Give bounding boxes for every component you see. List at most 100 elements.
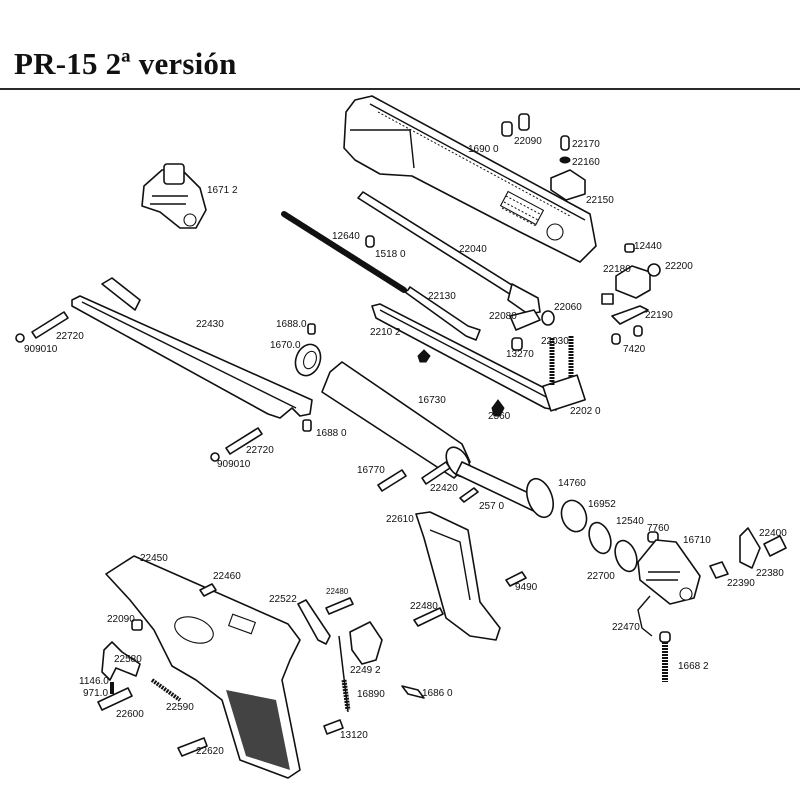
cocking-assembly-16712 <box>141 163 207 229</box>
part-label: 7420 <box>623 344 646 355</box>
screw-16860 <box>401 685 425 699</box>
part-label: 22420 <box>430 483 458 494</box>
part-label: 22060 <box>554 302 582 313</box>
block-22180 <box>615 265 651 299</box>
piston-head-16952 <box>560 499 588 533</box>
part-label: 22450 <box>140 553 168 564</box>
part-label: 22522 <box>269 594 297 605</box>
part-label: 1518 0 <box>375 249 406 260</box>
nut-7420a <box>611 333 621 345</box>
cylinder-16730 <box>321 361 549 515</box>
plate-22190 <box>611 305 649 325</box>
cube-part <box>601 293 614 305</box>
part-label: 22610 <box>386 514 414 525</box>
part-label: 22720 <box>56 331 84 342</box>
pin-22620 <box>177 737 208 757</box>
part-label: 22030 <box>541 336 569 347</box>
part-label: 22150 <box>586 195 614 206</box>
screw-16900 <box>501 121 513 137</box>
part-label: 22470 <box>612 622 640 633</box>
part-label: 22590 <box>166 702 194 713</box>
part-label: 22600 <box>116 709 144 720</box>
part-label: 12640 <box>332 231 360 242</box>
part-label: 22480 <box>326 587 349 596</box>
part-label: 22160 <box>572 157 600 168</box>
part-label: 1668 2 <box>678 661 709 672</box>
part-label: 1688 0 <box>316 428 347 439</box>
part-15180 <box>365 235 375 248</box>
part-label: 22720 <box>246 445 274 456</box>
part-label: 7760 <box>647 523 670 534</box>
part-label: 22200 <box>665 261 693 272</box>
part-label: 16890 <box>357 689 385 700</box>
nut-13270 <box>511 337 523 351</box>
part-22200 <box>647 263 661 277</box>
pin-22420 <box>421 461 451 485</box>
part-label: 22180 <box>603 264 631 275</box>
part-label: 1146.0 <box>79 676 109 687</box>
frame-22430 <box>71 277 313 419</box>
block-22080 <box>509 309 541 331</box>
bearing-16700 <box>294 343 322 377</box>
washer-909010-bottom <box>210 452 220 462</box>
screw-rail <box>417 349 431 363</box>
spring-22390 <box>709 561 729 579</box>
grip-frame-22450 <box>105 555 301 779</box>
sear-22522 <box>297 599 331 645</box>
pin-22480-top <box>325 597 354 615</box>
part-label: 22170 <box>572 139 600 150</box>
pin-22720-bottom <box>225 427 263 455</box>
part-label: 1688.0 <box>276 319 307 330</box>
part-label: 22380 <box>756 568 784 579</box>
part-label: 2202 0 <box>570 406 601 417</box>
part-label: 22430 <box>196 319 224 330</box>
seal-14760 <box>526 477 554 519</box>
washer-22060 <box>541 310 555 326</box>
part-label: 14760 <box>558 478 586 489</box>
seal-22700 <box>614 539 638 573</box>
part-label: 909010 <box>24 344 58 355</box>
screw-2560 <box>491 399 505 417</box>
part-label: 22460 <box>213 571 241 582</box>
upper-receiver <box>343 95 597 263</box>
seal-12540 <box>588 521 612 555</box>
side-plate-22610 <box>415 511 501 641</box>
part-label: 1671 2 <box>207 185 238 196</box>
pin-22090-left <box>131 619 143 631</box>
part-label: 16952 <box>588 499 616 510</box>
rear-sight-22150 <box>550 169 586 201</box>
spring-12640 <box>281 211 407 293</box>
trigger-22580 <box>101 641 141 681</box>
part-label: 13270 <box>506 349 534 360</box>
part-label: 12440 <box>634 241 662 252</box>
title-divider <box>0 88 800 90</box>
spring-22590 <box>150 678 182 702</box>
part-label: 1686 0 <box>422 688 453 699</box>
sleeve-22400 <box>763 535 787 557</box>
page-title: PR-15 2ª versión <box>14 46 237 81</box>
part-label: 9490 <box>515 582 538 593</box>
rod-22130 <box>404 286 481 341</box>
part-label: 22620 <box>196 746 224 757</box>
screw-22170 <box>560 135 570 151</box>
rear-block-16710 <box>637 539 701 605</box>
part-label: 2249 2 <box>350 665 381 676</box>
nut-12440 <box>624 243 635 253</box>
part-label: 13120 <box>340 730 368 741</box>
part-label: 12540 <box>616 516 644 527</box>
part-label: 22080 <box>489 311 517 322</box>
block-22020 <box>542 336 586 412</box>
part-label: 22090 <box>514 136 542 147</box>
screw-22090-top <box>518 113 530 131</box>
sleeve-16880-top <box>307 323 316 335</box>
part-label: 16710 <box>683 535 711 546</box>
washer-909010-left <box>15 333 25 343</box>
part-label: 22580 <box>114 654 142 665</box>
screw-2570 <box>459 487 479 503</box>
part-label: 2560 <box>488 411 511 422</box>
part-label: 22090 <box>107 614 135 625</box>
pin-16770 <box>377 469 407 492</box>
part-label: 22700 <box>587 571 615 582</box>
part-label: 22040 <box>459 244 487 255</box>
